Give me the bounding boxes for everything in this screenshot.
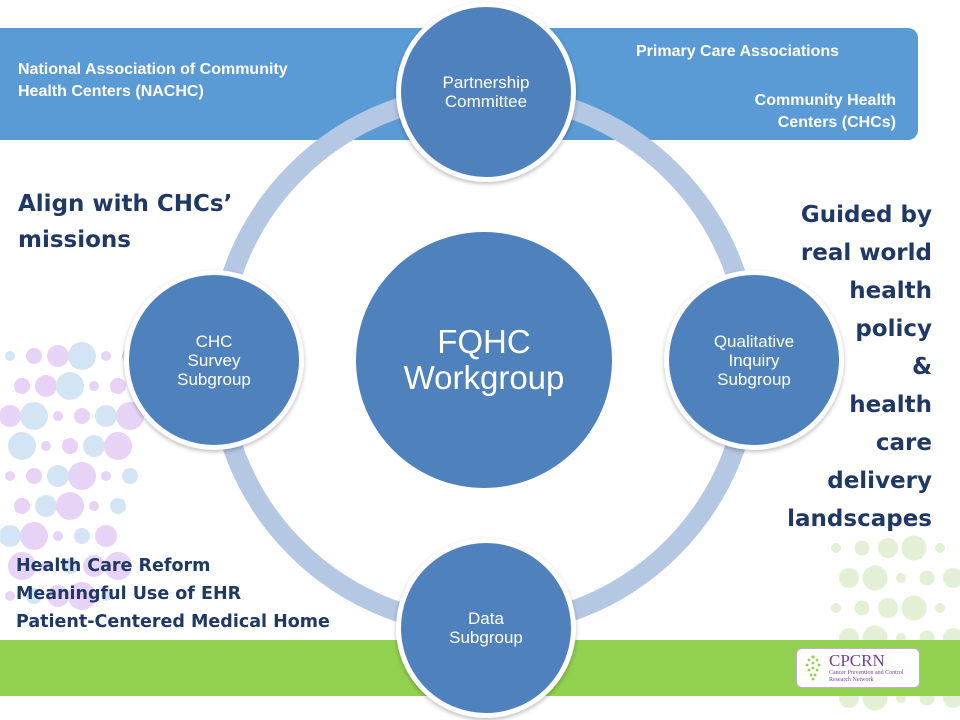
decorative-dot <box>83 555 105 577</box>
decorative-dot <box>35 495 57 517</box>
decorative-dot <box>83 435 105 457</box>
cpcrn-logo-mark-icon <box>805 655 821 681</box>
decorative-dot <box>878 598 898 618</box>
decorative-dot <box>110 378 126 394</box>
decorative-dot <box>62 558 78 574</box>
decorative-dot <box>901 535 927 561</box>
decorative-dot <box>53 531 63 541</box>
policy-list: Health Care Reform Meaningful Use of EHR… <box>16 552 330 636</box>
data-subgroup-node: Data Subgroup <box>396 538 576 718</box>
policy-item-reform: Health Care Reform <box>16 556 211 576</box>
decorative-dot <box>0 405 21 427</box>
decorative-dot <box>26 348 42 364</box>
decorative-dot <box>95 405 117 427</box>
chc-label: Community Health Centers (CHCs) <box>754 92 896 131</box>
decorative-dot <box>47 345 69 367</box>
decorative-dot <box>831 603 841 613</box>
pca-label: Primary Care Associations <box>636 43 840 60</box>
nachc-label: National Association of Community Health… <box>18 61 288 100</box>
policy-item-ehr: Meaningful Use of EHR <box>16 584 242 604</box>
decorative-dot <box>901 595 927 621</box>
qualitative-inquiry-node: Qualitative Inquiry Subgroup <box>664 270 844 450</box>
decorative-dot <box>89 501 99 511</box>
chc-survey-node: CHC Survey Subgroup <box>124 270 304 450</box>
decorative-dot <box>74 408 90 424</box>
decorative-dot <box>862 565 888 591</box>
decorative-dot <box>89 381 99 391</box>
decorative-dot <box>122 468 138 484</box>
decorative-dot <box>8 552 36 580</box>
decorative-dot <box>53 411 63 421</box>
partnership-committee-node: Partnership Committee <box>396 2 576 182</box>
fqhc-workgroup-node: FQHC Workgroup <box>356 232 612 488</box>
decorative-dot <box>5 351 15 361</box>
decorative-dot <box>101 591 111 601</box>
decorative-dot <box>14 498 30 514</box>
cpcrn-logo: CPCRN Cancer Prevention and Control Rese… <box>796 648 920 688</box>
logo-subtitle: Cancer Prevention and Control Research N… <box>829 670 904 683</box>
guided-by-text: Guided by real world health policy & hea… <box>787 202 932 532</box>
decorative-dot <box>74 528 90 544</box>
decorative-dot <box>854 540 870 556</box>
decorative-dot <box>831 543 841 553</box>
decorative-dot <box>68 582 96 610</box>
decorative-dot <box>20 402 48 430</box>
decorative-dot <box>47 465 69 487</box>
decorative-dot <box>47 585 69 607</box>
decorative-dot <box>41 561 51 571</box>
decorative-dot <box>935 543 945 553</box>
decorative-dot <box>104 432 132 460</box>
decorative-dot <box>878 538 898 558</box>
decorative-dot <box>101 351 111 361</box>
policy-item-home: Patient-Centered Medical Home <box>16 612 330 632</box>
decorative-dot <box>919 570 935 586</box>
decorative-dot <box>101 471 111 481</box>
decorative-dot <box>26 468 42 484</box>
decorative-dot <box>839 568 859 588</box>
align-heading: Align with CHCs’ missions <box>18 191 233 253</box>
decorative-dot <box>935 603 945 613</box>
decorative-dot <box>0 525 21 547</box>
decorative-dot <box>26 588 42 604</box>
decorative-dot <box>68 462 96 490</box>
decorative-dot <box>943 568 960 588</box>
decorative-dot <box>14 378 30 394</box>
decorative-dot <box>56 372 84 400</box>
decorative-dot <box>104 552 132 580</box>
logo-name: CPCRN <box>829 651 885 670</box>
decorative-dot <box>854 600 870 616</box>
decorative-dot <box>8 432 36 460</box>
decorative-dot <box>20 522 48 550</box>
decorative-dot <box>5 591 15 601</box>
decorative-dot <box>110 498 126 514</box>
decorative-dot <box>95 525 117 547</box>
decorative-dot <box>56 492 84 520</box>
decorative-dot <box>116 402 144 430</box>
decorative-dot <box>41 441 51 451</box>
decorative-dot <box>35 375 57 397</box>
decorative-dot <box>62 438 78 454</box>
decorative-dot <box>896 573 906 583</box>
decorative-dot <box>5 471 15 481</box>
decorative-dot <box>68 342 96 370</box>
